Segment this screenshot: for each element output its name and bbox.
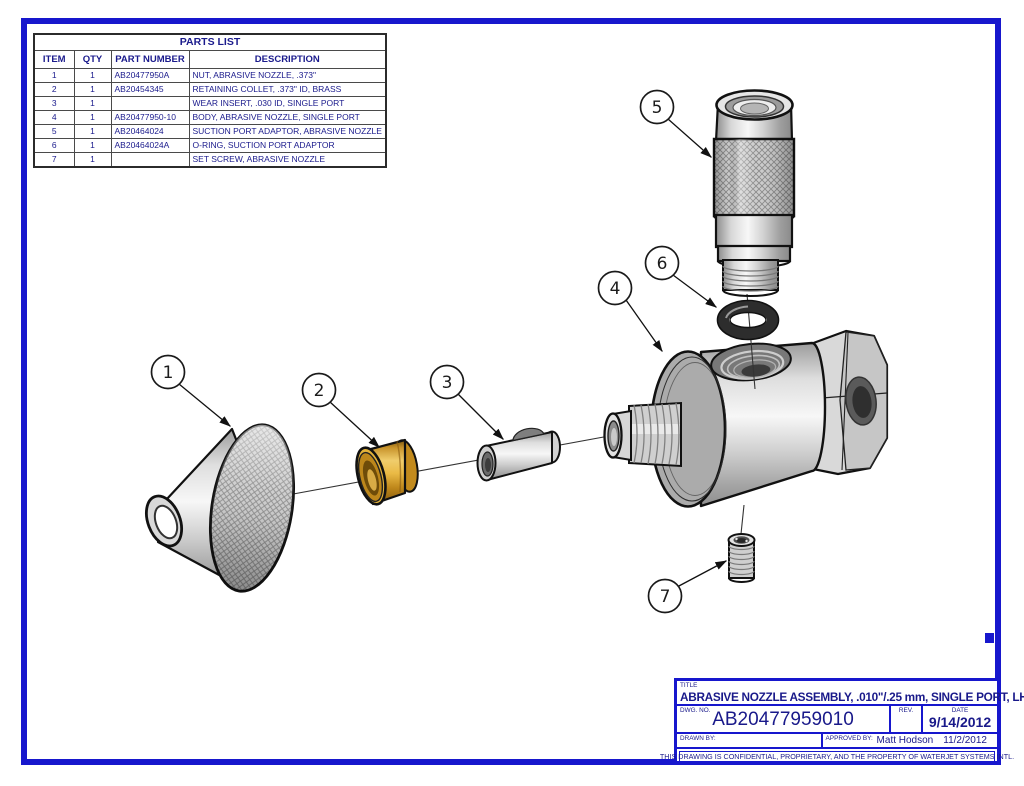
part-2-retaining-collet (355, 438, 419, 506)
part-1-nut (144, 423, 296, 593)
leader-line-1 (178, 383, 231, 427)
balloon-5: 5 (639, 89, 712, 158)
part-5-suction-port-adaptor (712, 89, 796, 297)
table-cell: O-RING, SUCTION PORT ADAPTOR (188, 138, 387, 153)
balloon-6-number: 6 (657, 254, 668, 274)
date-cell: DATE 9/14/2012 (923, 706, 997, 732)
balloon-1: 1 (150, 354, 231, 427)
title-block-title-cell: TITLE ABRASIVE NOZZLE ASSEMBLY, .010"/.2… (677, 681, 1024, 706)
table-cell: 6 (33, 138, 75, 153)
balloon-1-number: 1 (163, 363, 174, 383)
balloon-7: 7 (647, 560, 728, 614)
rev-label: REV. (898, 707, 914, 714)
balloon-2: 2 (301, 372, 380, 448)
rev-cell: REV. (891, 706, 923, 732)
table-cell: SET SCREW, ABRASIVE NOZZLE (188, 152, 387, 168)
balloon-3: 3 (429, 364, 504, 440)
title-block: TITLE ABRASIVE NOZZLE ASSEMBLY, .010"/.2… (660, 678, 1024, 764)
approved-by-label: APPROVED BY: (825, 735, 873, 742)
leader-line-4 (625, 299, 663, 352)
balloon-4: 4 (597, 270, 663, 352)
date-value: 9/14/2012 (928, 714, 992, 730)
centerline-main-axis (265, 433, 621, 500)
centerline-set-screw (740, 504, 745, 535)
balloon-6: 6 (644, 245, 717, 308)
balloon-3-number: 3 (442, 373, 453, 393)
dwg-no-cell: DWG. NO. AB20477959010 (677, 706, 891, 732)
part-6-o-ring (716, 299, 780, 341)
leader-line-7 (676, 560, 728, 588)
part-4-body (603, 329, 889, 508)
leader-line-5 (667, 118, 712, 158)
date-label: DATE (951, 707, 969, 714)
drawn-by-label: DRAWN BY: (680, 735, 716, 742)
dwg-no-label: DWG. NO. (680, 707, 711, 714)
leader-line-2 (329, 401, 380, 448)
approved-by-value: Matt Hodson (876, 735, 934, 746)
leader-line-6 (672, 274, 717, 308)
balloon-5-number: 5 (652, 98, 663, 118)
drawing-title: ABRASIVE NOZZLE ASSEMBLY, .010"/.25 mm, … (680, 690, 1024, 704)
confidentiality-note: THIS DRAWING IS CONFIDENTIAL, PROPRIETAR… (659, 752, 1015, 761)
balloon-7-number: 7 (660, 587, 671, 607)
drawing-border-frame (21, 18, 1001, 765)
parts-list-table: PARTS LIST ITEM QTY PART NUMBER DESCRIPT… (33, 33, 388, 168)
title-label: TITLE (680, 682, 698, 689)
border-zone-tick (985, 633, 994, 643)
balloon-2-number: 2 (314, 381, 325, 401)
approved-by-cell: APPROVED BY: Matt Hodson 11/2/2012 (823, 734, 997, 747)
dwg-no-value: AB20477959010 (712, 709, 854, 730)
balloon-4-number: 4 (610, 279, 621, 299)
leader-line-3 (457, 393, 504, 440)
part-7-set-screw (727, 533, 756, 583)
part-3-wear-insert (476, 427, 561, 482)
drawn-by-cell: DRAWN BY: (677, 734, 823, 747)
approved-date-value: 11/2/2012 (943, 735, 987, 746)
confidentiality-note-cell: THIS DRAWING IS CONFIDENTIAL, PROPRIETAR… (660, 751, 1014, 762)
